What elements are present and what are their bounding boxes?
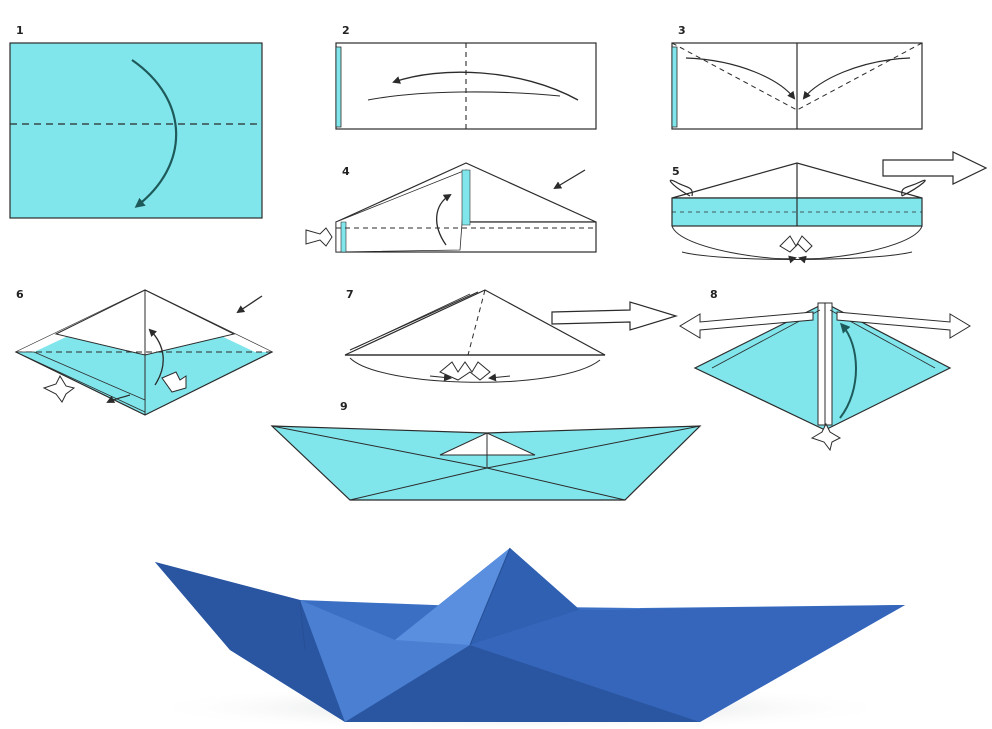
- step-7: 7: [345, 288, 676, 382]
- push-arrow: [238, 296, 262, 312]
- paper-edge: [336, 47, 341, 127]
- step-number: 1: [16, 24, 24, 37]
- step-8: 8: [680, 288, 970, 450]
- step-1: 1: [10, 24, 262, 218]
- push-arrow: [555, 170, 585, 188]
- step-3: 3: [672, 24, 922, 129]
- paper-edge: [341, 222, 346, 252]
- turn-over-symbol: [812, 424, 840, 450]
- step-number: 4: [342, 165, 350, 178]
- arc-arrow-left: [430, 376, 450, 378]
- paper-edge: [672, 47, 677, 127]
- step-number: 3: [678, 24, 686, 37]
- step-5: 5: [670, 152, 986, 260]
- step-number: 7: [346, 288, 354, 301]
- finished-paper-boat: [140, 548, 905, 729]
- step-number: 9: [340, 400, 348, 413]
- arc-arrow-right: [490, 376, 510, 378]
- swing-arc: [682, 252, 912, 260]
- step-number: 2: [342, 24, 350, 37]
- turn-over-symbol: [306, 228, 332, 246]
- step-number: 5: [672, 165, 680, 178]
- paper-square: [10, 43, 262, 218]
- inner-flap: [336, 170, 466, 252]
- step-9: 9: [272, 400, 700, 500]
- center-crease: [462, 170, 470, 225]
- next-step-arrow: [883, 152, 986, 184]
- turn-over-symbol: [44, 376, 74, 402]
- step-2: 2: [336, 24, 596, 129]
- step-6: 6: [16, 288, 272, 415]
- step-number: 8: [710, 288, 718, 301]
- step-number: 6: [16, 288, 24, 301]
- next-step-arrow: [552, 302, 676, 330]
- open-symbol: [780, 236, 812, 252]
- step-4: 4: [306, 163, 596, 252]
